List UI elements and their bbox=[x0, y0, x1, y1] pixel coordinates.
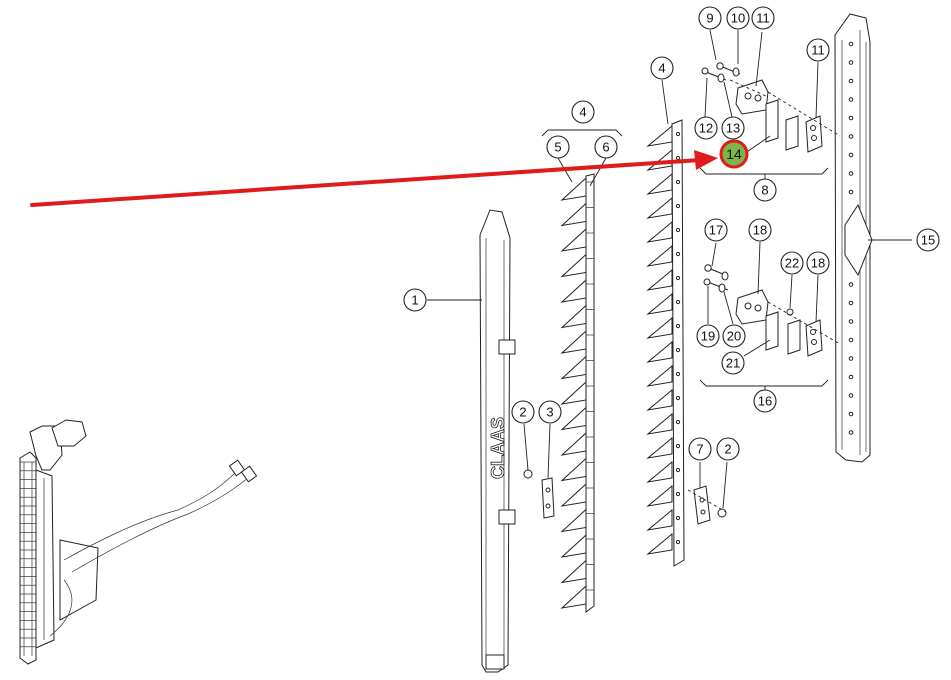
callout-17: 17 bbox=[704, 218, 728, 242]
svg-text:13: 13 bbox=[726, 121, 740, 136]
svg-text:3: 3 bbox=[546, 405, 553, 420]
callout-13: 13 bbox=[721, 116, 745, 140]
svg-text:12: 12 bbox=[699, 121, 713, 136]
leader-lines bbox=[427, 29, 912, 509]
callout-18-top: 18 bbox=[748, 218, 772, 242]
callout-2: 2 bbox=[511, 400, 535, 424]
svg-text:19: 19 bbox=[701, 329, 715, 344]
callout-12: 12 bbox=[694, 116, 718, 140]
svg-text:17: 17 bbox=[709, 223, 723, 238]
svg-text:16: 16 bbox=[758, 394, 772, 409]
guard-rail-part: CLAAS bbox=[479, 209, 516, 673]
svg-text:8: 8 bbox=[761, 183, 768, 198]
callout-8: 8 bbox=[753, 178, 777, 202]
svg-text:6: 6 bbox=[602, 140, 609, 155]
callout-6: 6 bbox=[594, 135, 618, 159]
callout-9: 9 bbox=[698, 6, 722, 30]
svg-text:21: 21 bbox=[726, 356, 740, 371]
callout-4-left: 4 bbox=[571, 100, 595, 124]
svg-text:4: 4 bbox=[579, 105, 586, 120]
callout-2-right: 2 bbox=[716, 437, 740, 461]
svg-text:18: 18 bbox=[753, 223, 767, 238]
svg-text:4: 4 bbox=[658, 61, 665, 76]
svg-text:20: 20 bbox=[727, 329, 741, 344]
svg-text:9: 9 bbox=[706, 11, 713, 26]
svg-text:1: 1 bbox=[411, 293, 418, 308]
callout-20: 20 bbox=[722, 324, 746, 348]
svg-text:18: 18 bbox=[811, 256, 825, 271]
svg-text:2: 2 bbox=[519, 405, 526, 420]
upper-clamp-group bbox=[701, 62, 841, 153]
callout-15: 15 bbox=[916, 228, 940, 252]
svg-text:5: 5 bbox=[554, 140, 561, 155]
callout-14-highlighted: 14 bbox=[719, 139, 749, 169]
svg-text:22: 22 bbox=[785, 256, 799, 271]
claas-logo: CLAAS bbox=[488, 417, 508, 479]
callout-1: 1 bbox=[403, 288, 427, 312]
group-brackets bbox=[541, 129, 829, 390]
svg-text:10: 10 bbox=[731, 11, 745, 26]
holder-frame-part bbox=[834, 13, 873, 463]
svg-text:15: 15 bbox=[921, 233, 935, 248]
svg-text:2: 2 bbox=[724, 442, 731, 457]
callout-18-right: 18 bbox=[806, 251, 830, 275]
callout-16: 16 bbox=[753, 389, 777, 413]
svg-text:11: 11 bbox=[756, 11, 770, 26]
svg-text:7: 7 bbox=[696, 442, 703, 457]
callout-5: 5 bbox=[546, 135, 570, 159]
callout-21: 21 bbox=[721, 351, 745, 375]
assembled-view-inset bbox=[19, 419, 258, 665]
callout-19: 19 bbox=[696, 324, 720, 348]
svg-text:11: 11 bbox=[811, 43, 825, 58]
hardware-right bbox=[687, 485, 727, 525]
callout-3: 3 bbox=[538, 400, 562, 424]
callout-11-top: 11 bbox=[751, 6, 775, 30]
red-pointer-arrow bbox=[30, 150, 718, 207]
callout-4-right: 4 bbox=[650, 56, 674, 80]
callout-22: 22 bbox=[780, 251, 804, 275]
hardware-left bbox=[523, 469, 555, 519]
callout-10: 10 bbox=[726, 6, 750, 30]
svg-text:14: 14 bbox=[726, 146, 742, 162]
lower-clamp-group bbox=[703, 264, 841, 357]
knife-section-strip bbox=[560, 173, 595, 613]
knife-back-bar bbox=[646, 119, 685, 567]
callout-11-right: 11 bbox=[806, 38, 830, 62]
callout-layer: 1 2 3 4 5 6 4 9 10 11 11 12 13 8 15 17 1… bbox=[403, 6, 940, 461]
callout-7: 7 bbox=[688, 437, 712, 461]
